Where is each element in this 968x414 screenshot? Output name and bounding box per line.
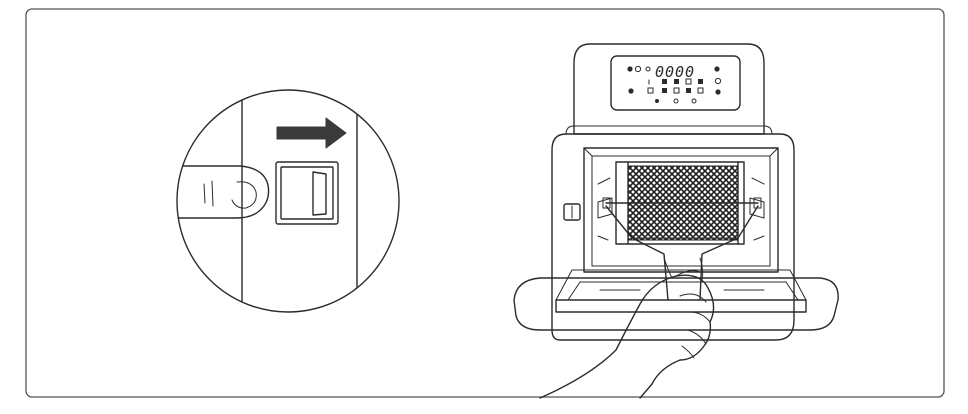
hand-icon	[539, 257, 715, 399]
control-panel-icon: 0000	[610, 55, 741, 111]
air-fryer-oven: 0000	[513, 43, 839, 399]
arrow-right-icon	[276, 117, 347, 149]
detail-magnifier	[176, 89, 400, 313]
rotisserie-basket-icon	[602, 161, 762, 245]
door-latch-icon	[563, 203, 581, 221]
diagram-frame	[25, 8, 945, 398]
display-readout: 0000	[655, 63, 695, 81]
rotisserie-fork-icon	[605, 205, 759, 301]
door-latch-icon	[275, 161, 339, 225]
finger-icon	[177, 165, 270, 219]
open-door	[513, 269, 839, 331]
